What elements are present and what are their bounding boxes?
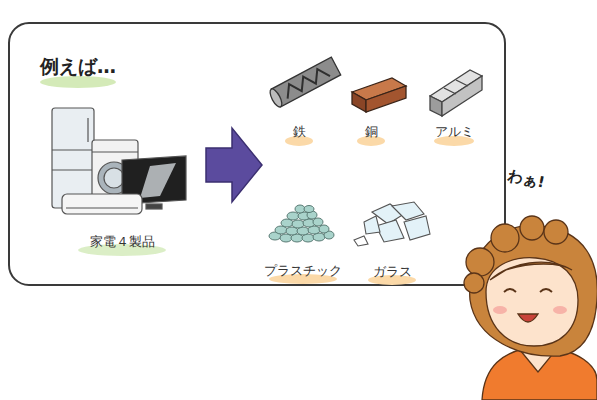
copper-ingot (352, 78, 406, 112)
node-label: アルミ (424, 124, 484, 140)
material-item: 銅 (351, 124, 391, 140)
material-item: プラスチック (258, 263, 348, 279)
material-item: アルミ (424, 124, 484, 140)
iron-bar (268, 57, 341, 108)
material-item: ガラス (362, 264, 422, 280)
material-item: 鉄 (279, 124, 319, 140)
title-highlight (40, 76, 116, 88)
plastic-pellets (269, 205, 334, 242)
node-label: 鉄 (279, 124, 319, 140)
panel-frame (9, 23, 505, 285)
exclamation-label: わぁ! (506, 166, 546, 192)
appliance-group: 家電４製品 (62, 234, 182, 250)
diagram-title: 例えば… (40, 54, 116, 80)
node-label: プラスチック (258, 263, 348, 279)
node-label: ガラス (362, 264, 422, 280)
glass-pieces (354, 202, 430, 246)
block-arrow (206, 128, 262, 202)
node-label: 銅 (351, 124, 391, 140)
aluminium-block (430, 70, 482, 116)
girl-figure (464, 216, 597, 400)
appliances (52, 108, 186, 214)
node-label: 家電４製品 (62, 234, 182, 250)
